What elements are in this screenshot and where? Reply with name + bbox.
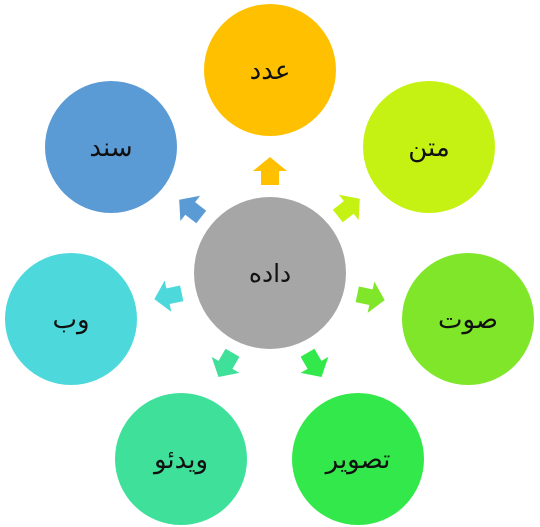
- node-audio-label: صوت: [438, 305, 498, 335]
- node-text: متن: [363, 81, 495, 213]
- arrow-web-shape: [154, 280, 184, 312]
- node-video-label: ویدئو: [152, 445, 208, 475]
- arrow-audio: [355, 281, 385, 313]
- node-web: وب: [5, 253, 137, 385]
- node-image: تصویر: [292, 393, 424, 525]
- center-node: داده: [194, 197, 346, 349]
- node-web-circle: [5, 253, 137, 385]
- node-audio: صوت: [402, 253, 534, 385]
- connector-arrows: [154, 157, 385, 377]
- arrow-web: [154, 280, 184, 312]
- node-image-label: تصویر: [324, 445, 391, 475]
- node-video-circle: [115, 393, 247, 525]
- arrow-audio-shape: [355, 281, 385, 313]
- node-video: ویدئو: [115, 393, 247, 525]
- arrow-number-shape: [253, 157, 287, 185]
- center-node-circle: [194, 197, 346, 349]
- node-text-circle: [363, 81, 495, 213]
- node-number-label: عدد: [250, 56, 291, 86]
- node-number: عدد: [204, 4, 336, 136]
- node-document-label: سند: [89, 133, 132, 163]
- node-document-circle: [45, 81, 177, 213]
- arrow-number: [253, 157, 287, 185]
- outer-nodes: عدد متن صوت تصویر ویدئو وب سند: [5, 4, 534, 525]
- node-number-circle: [204, 4, 336, 136]
- arrow-image: [300, 348, 329, 377]
- arrow-text: [332, 194, 360, 223]
- node-audio-circle: [402, 253, 534, 385]
- arrow-image-shape: [300, 348, 329, 377]
- node-document: سند: [45, 81, 177, 213]
- arrow-document: [179, 195, 207, 224]
- node-image-circle: [292, 393, 424, 525]
- node-web-label: وب: [52, 305, 89, 335]
- arrow-text-shape: [332, 194, 360, 223]
- node-text-label: متن: [408, 133, 450, 163]
- center-node-label: داده: [249, 259, 291, 288]
- arrow-video: [211, 348, 240, 377]
- arrow-video-shape: [211, 348, 240, 377]
- arrow-document-shape: [179, 195, 207, 224]
